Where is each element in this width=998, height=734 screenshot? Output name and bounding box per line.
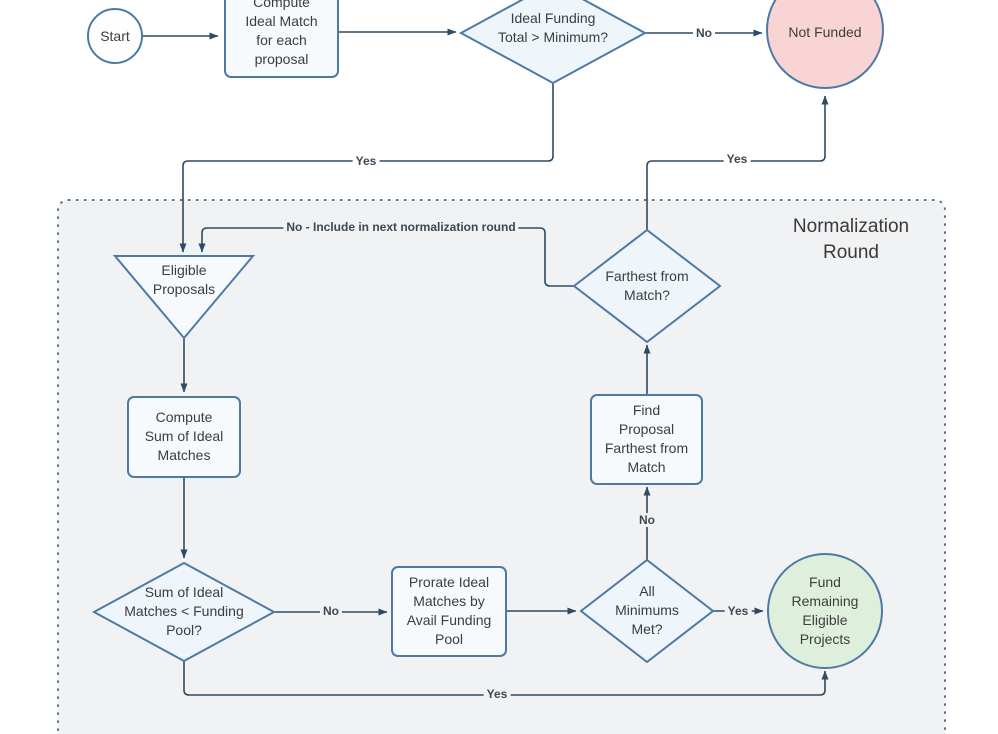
edge-label-yes-fund: Yes xyxy=(724,604,752,618)
edge-label-yes-not-funded: Yes xyxy=(723,152,751,166)
edge-label-no-prorate: No xyxy=(320,604,342,618)
fund-remaining-node xyxy=(767,553,883,669)
find-proposal-node xyxy=(590,394,703,485)
edge-label-yes-bottom: Yes xyxy=(483,687,511,701)
not-funded-node xyxy=(766,0,884,89)
eligible-proposals-node xyxy=(112,255,256,340)
farthest-decision-node xyxy=(572,228,722,344)
edge-label-no-include: No - Include in next normalization round xyxy=(283,220,519,234)
edge-label-no-find: No xyxy=(636,513,658,527)
edge-farthest-no-eligible xyxy=(198,227,574,287)
prorate-node xyxy=(391,566,507,657)
start-node xyxy=(87,8,143,64)
edge-label-yes-into-round: Yes xyxy=(352,154,380,168)
compute-ideal-match-node xyxy=(224,0,339,78)
ideal-funding-decision-node xyxy=(458,0,648,85)
normalization-round-title: Normalization Round xyxy=(792,216,910,263)
minimums-decision-node xyxy=(579,558,715,664)
compute-sum-node xyxy=(127,396,241,478)
sum-check-decision-node xyxy=(91,561,277,663)
edge-label-no-top: No xyxy=(693,26,715,40)
normalization-round-container xyxy=(57,199,946,734)
